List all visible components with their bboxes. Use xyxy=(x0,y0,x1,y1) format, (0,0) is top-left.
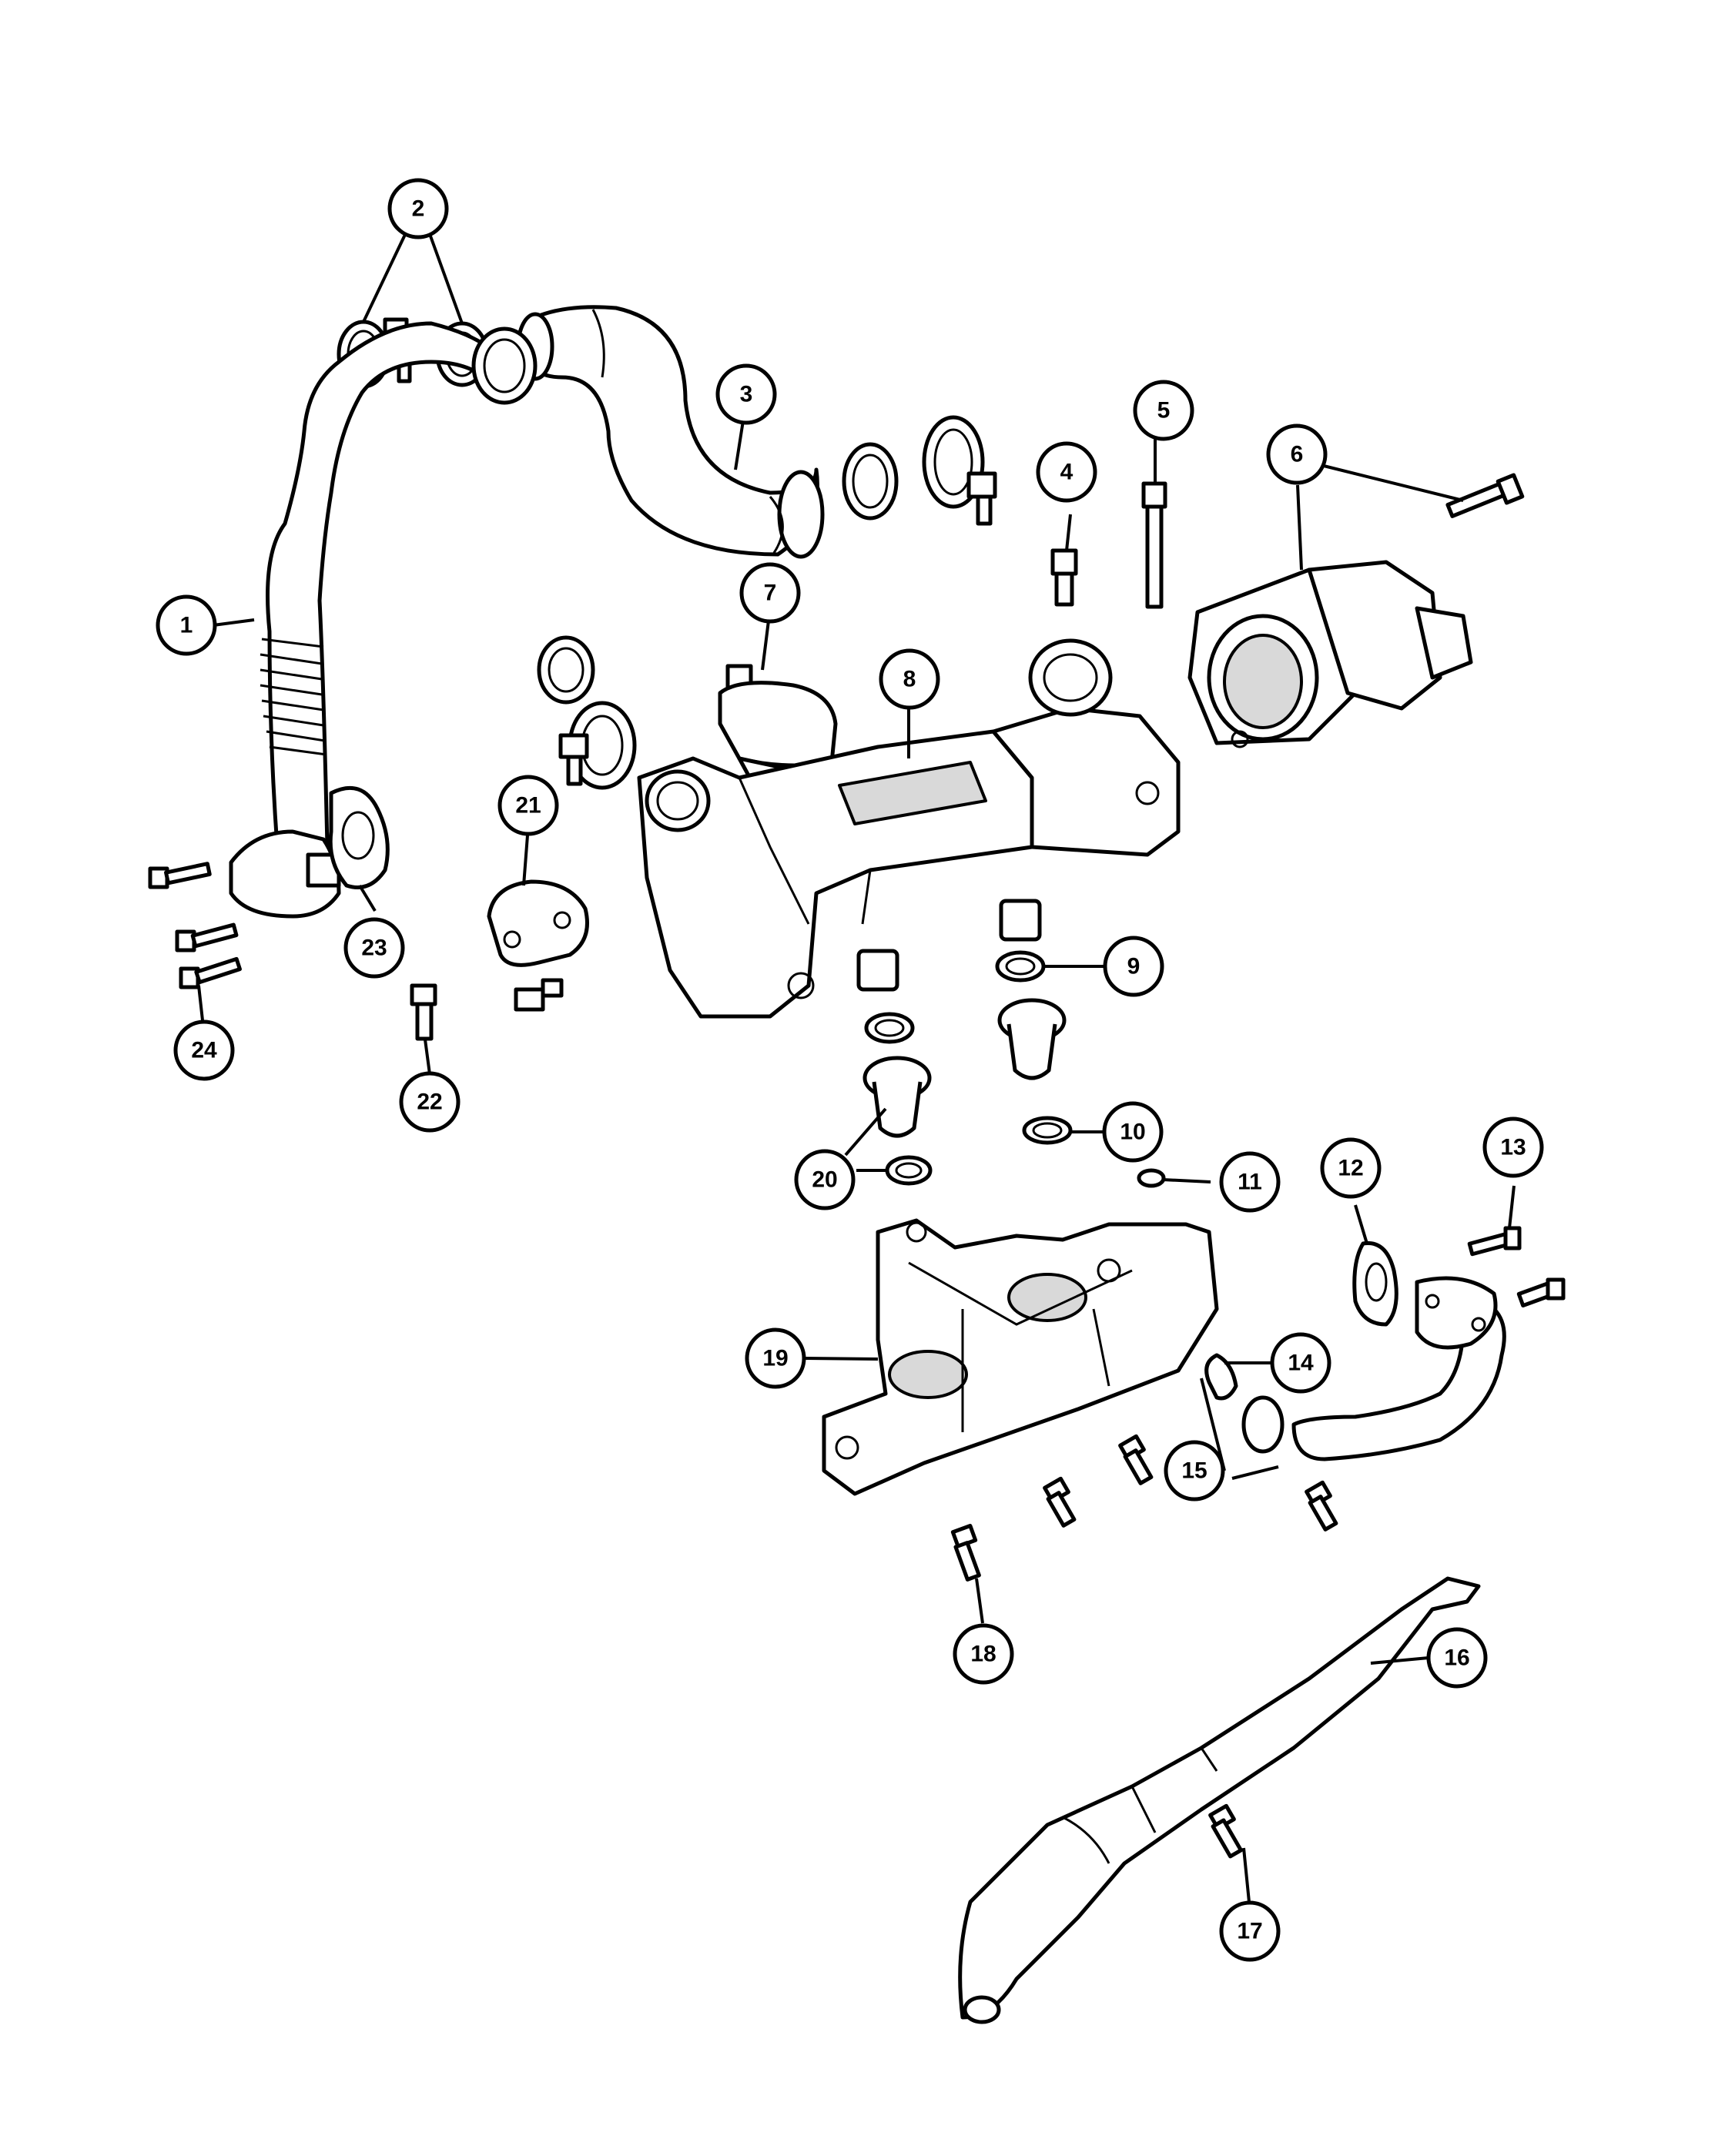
callout-15-label: 15 xyxy=(1181,1458,1207,1484)
callout-17: 17 xyxy=(1219,1900,1281,1962)
small-tube-part xyxy=(1204,1276,1506,1461)
callout-23-label: 23 xyxy=(361,936,387,961)
callout-13-label: 13 xyxy=(1500,1135,1526,1160)
callout-12: 12 xyxy=(1320,1137,1382,1199)
gasket-23-part xyxy=(328,785,390,889)
callout-1-label: 1 xyxy=(180,613,193,638)
callout-19: 19 xyxy=(745,1327,806,1389)
gasket-12-part xyxy=(1352,1240,1398,1327)
callout-22-label: 22 xyxy=(417,1090,442,1115)
bolt-17-part xyxy=(1208,1803,1243,1859)
bracket-21-part xyxy=(487,879,589,967)
callout-1: 1 xyxy=(156,594,217,656)
callout-16-label: 16 xyxy=(1444,1645,1469,1671)
callout-18: 18 xyxy=(953,1623,1014,1685)
callout-9: 9 xyxy=(1103,936,1164,997)
leader-lines xyxy=(197,223,1516,1903)
egr-tube-part xyxy=(229,321,538,919)
callout-7: 7 xyxy=(739,562,801,624)
callout-3: 3 xyxy=(715,363,777,425)
callout-3-label: 3 xyxy=(740,382,753,407)
callout-11-label: 11 xyxy=(1238,1170,1262,1195)
seals-20-part xyxy=(862,998,1067,1138)
bolt-6-part xyxy=(1445,473,1525,518)
egr-cooler-part xyxy=(637,638,1181,1019)
callout-18-label: 18 xyxy=(970,1642,996,1667)
callout-8: 8 xyxy=(879,648,940,710)
callout-16: 16 xyxy=(1426,1627,1488,1689)
tube-ring-part xyxy=(537,635,637,790)
callout-22: 22 xyxy=(399,1071,461,1133)
upper-hose-part xyxy=(516,305,825,559)
hose-ring-and-clamp-part xyxy=(842,415,997,526)
callout-12-label: 12 xyxy=(1338,1156,1363,1181)
callout-14-label: 14 xyxy=(1288,1351,1314,1376)
callout-13: 13 xyxy=(1482,1116,1544,1178)
bolts-22-part xyxy=(410,978,564,1041)
callout-10: 10 xyxy=(1102,1101,1164,1163)
washers-part xyxy=(864,950,1166,1188)
callout-19-label: 19 xyxy=(762,1346,788,1371)
egr-valve-part xyxy=(1187,560,1473,748)
bolt-4-part xyxy=(1050,548,1078,607)
callout-20-label: 20 xyxy=(812,1167,837,1193)
callout-4: 4 xyxy=(1036,441,1097,503)
callout-9-label: 9 xyxy=(1127,954,1141,979)
callout-6-label: 6 xyxy=(1291,442,1304,467)
callout-4-label: 4 xyxy=(1060,460,1074,485)
callout-11: 11 xyxy=(1219,1151,1281,1213)
bolts-18-part xyxy=(950,1434,1338,1582)
manifold-base-part xyxy=(822,1218,1219,1496)
callout-20: 20 xyxy=(794,1149,856,1210)
bolts-13-part xyxy=(1467,1226,1566,1308)
callout-24: 24 xyxy=(173,1019,235,1081)
callout-10-label: 10 xyxy=(1120,1120,1145,1145)
stud-5-part xyxy=(1141,481,1167,609)
callout-23: 23 xyxy=(343,917,405,979)
callout-6: 6 xyxy=(1266,424,1328,485)
callout-24-label: 24 xyxy=(191,1038,217,1063)
callout-21: 21 xyxy=(497,775,559,836)
callout-2: 2 xyxy=(387,178,449,239)
callout-5: 5 xyxy=(1133,380,1194,441)
callout-21-label: 21 xyxy=(515,793,541,819)
callout-14: 14 xyxy=(1270,1332,1331,1394)
callout-17-label: 17 xyxy=(1237,1919,1262,1944)
bolts-24-part xyxy=(148,862,242,989)
callout-15: 15 xyxy=(1164,1440,1225,1502)
callout-7-label: 7 xyxy=(764,581,777,606)
callout-5-label: 5 xyxy=(1157,398,1171,424)
callout-2-label: 2 xyxy=(412,196,425,222)
callout-8-label: 8 xyxy=(903,667,916,692)
heat-shield-part xyxy=(958,1576,1481,2024)
